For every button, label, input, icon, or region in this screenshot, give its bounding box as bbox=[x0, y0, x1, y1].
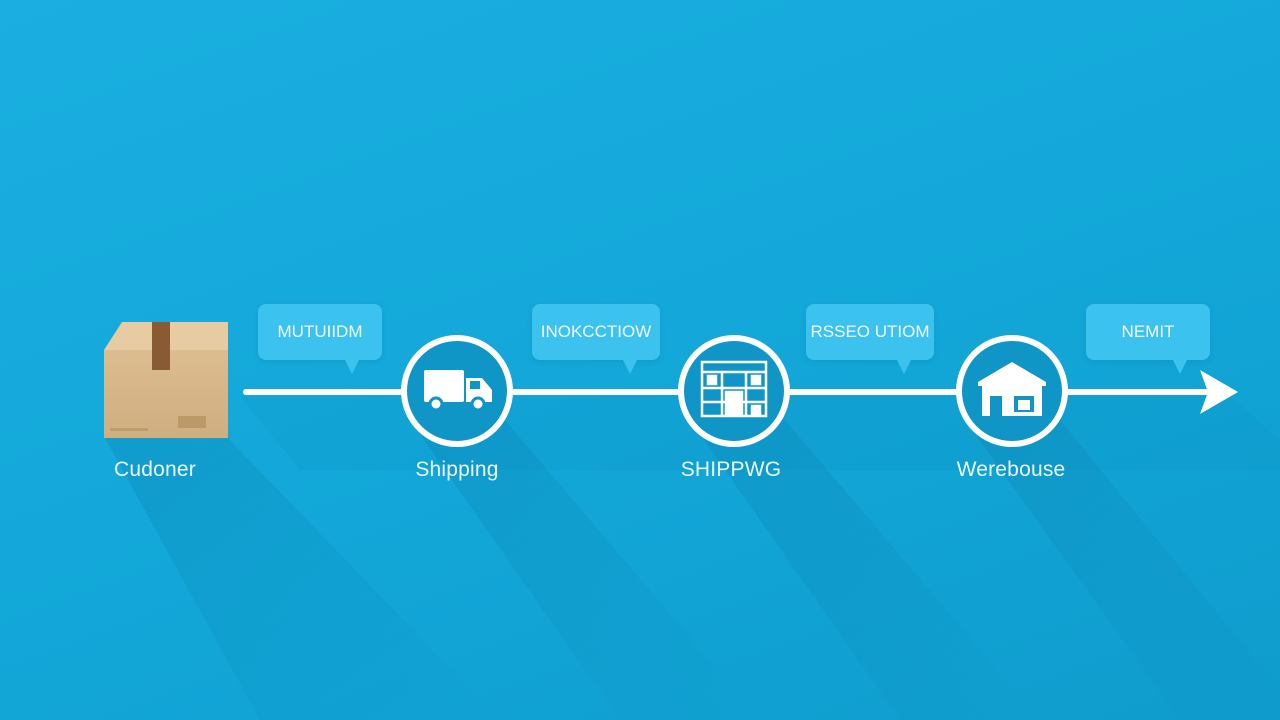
step-label-customer: Cudoner bbox=[114, 458, 196, 481]
bubble-1: MUTUIIDM bbox=[258, 304, 382, 374]
bubble-2: INOKCCTIOW bbox=[532, 304, 660, 374]
node-shadow-3 bbox=[965, 420, 1280, 720]
step-label-shippwg: SHIPPWG bbox=[680, 458, 782, 481]
node-shipping bbox=[401, 335, 513, 447]
arrow-right-icon bbox=[1200, 370, 1238, 414]
bubble-2-text: INOKCCTIOW bbox=[540, 322, 652, 341]
shipping-store-icon bbox=[700, 360, 768, 418]
node-shippwg bbox=[678, 335, 790, 447]
long-shadows bbox=[105, 396, 1280, 720]
bubble-1-text: MUTUIIDM bbox=[277, 322, 363, 341]
box-shadow bbox=[105, 438, 500, 720]
delivery-truck-icon bbox=[424, 370, 492, 412]
bubble-4-text: NEMIT bbox=[1121, 322, 1175, 341]
node-shadow-1 bbox=[410, 420, 760, 720]
node-shadow-2 bbox=[690, 420, 1040, 720]
bubble-3: RSSEO UTIOM bbox=[806, 304, 934, 374]
step-label-shipping: Shipping bbox=[415, 458, 499, 481]
warehouse-icon bbox=[978, 362, 1046, 416]
bubble-4: NEMIT bbox=[1086, 304, 1210, 374]
node-werebouse bbox=[956, 335, 1068, 447]
bubble-3-text: RSSEO UTIOM bbox=[810, 322, 930, 341]
step-label-warehouse: Werebouse bbox=[956, 458, 1066, 481]
package-box-icon bbox=[104, 322, 228, 438]
